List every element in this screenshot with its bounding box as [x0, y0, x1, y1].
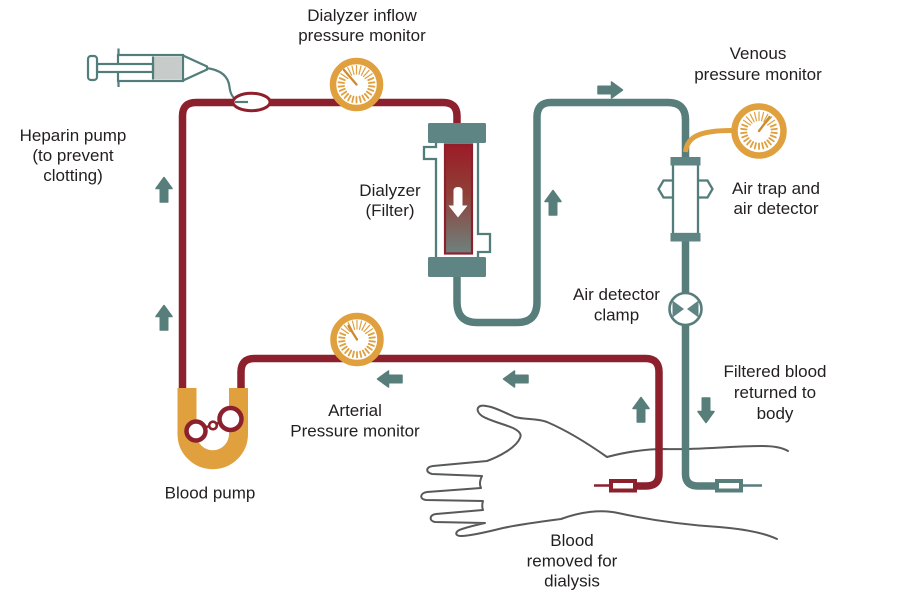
dialyzer-bottom-cap [428, 257, 486, 277]
clamp-right-wedge [687, 300, 699, 318]
clamp-left-wedge [672, 300, 684, 318]
clamp-valve-icon [668, 291, 703, 327]
hand-fingers-outline [420, 404, 778, 540]
pump-roller-right [217, 405, 244, 433]
label-air-trap: air detector [733, 199, 818, 218]
label-blood-removed: removed for [527, 552, 618, 571]
pressure-gauge-icon [329, 57, 384, 112]
flow-arrow-icon [502, 370, 529, 388]
flow-arrow-icon [697, 397, 715, 424]
label-dialyzer-inflow-monitor: pressure monitor [298, 26, 426, 45]
air-trap-icon [657, 157, 714, 242]
air-trap-top-cap [670, 157, 701, 166]
label-air-detector-clamp: Air detector [573, 285, 660, 304]
blood-pump-icon [177, 388, 248, 470]
downward-flow-arrow-icon [448, 187, 468, 218]
syringe-thumb-rest [86, 54, 99, 82]
needle-connector-icon [715, 479, 743, 493]
label-heparin-pump: clotting) [43, 166, 103, 185]
gauge-needle [347, 324, 359, 341]
label-heparin-pump: Heparin pump [20, 126, 127, 145]
arterial-tubing [178, 98, 663, 493]
label-blood-removed: Blood [550, 531, 593, 550]
venous-gauge-tube [683, 128, 732, 153]
syringe-plunger-rod [95, 62, 155, 74]
syringe-nozzle [181, 53, 209, 83]
label-dialyzer: (Filter) [365, 201, 414, 220]
venous-tubing [453, 98, 762, 493]
pressure-gauge-icon [330, 312, 384, 367]
air-trap-bottom-cap [670, 233, 701, 242]
hand-icon [420, 404, 789, 540]
flow-arrow-icon [155, 176, 173, 203]
label-filtered-blood: Filtered blood [723, 362, 826, 381]
flow-arrow-icon [376, 370, 403, 388]
pressure-gauge-icon [731, 103, 787, 159]
syringe-icon [86, 48, 272, 113]
pump-roller-left [184, 419, 208, 443]
label-arterial-monitor: Arterial [328, 401, 382, 420]
label-filtered-blood: returned to [734, 383, 816, 402]
label-venous-monitor: pressure monitor [694, 65, 822, 84]
label-heparin-pump: (to prevent [32, 146, 114, 165]
arterial-tube-from-arm [237, 354, 663, 490]
syringe-liquid [154, 56, 182, 80]
label-arterial-monitor: Pressure monitor [290, 422, 420, 441]
label-venous-monitor: Venous [730, 44, 787, 63]
label-dialyzer-inflow-monitor: Dialyzer inflow [307, 6, 417, 25]
dialyzer-top-cap [428, 123, 486, 143]
gauge-needle [342, 68, 358, 86]
flow-arrow-icon [597, 81, 624, 99]
venous-tube [453, 98, 717, 490]
flow-arrow-icon [632, 396, 650, 423]
label-blood-removed: dialysis [544, 572, 600, 591]
gauge-ticks [337, 64, 376, 104]
pump-tube-segment [177, 388, 248, 470]
gauge-needle [757, 115, 771, 133]
labels: Dialyzer inflow pressure monitor Venous … [20, 6, 827, 591]
dialyzer-icon [422, 123, 492, 277]
arterial-tube-to-dialyzer [178, 98, 461, 390]
flow-arrow-icon [544, 189, 562, 216]
label-air-trap: Air trap and [732, 179, 820, 198]
flow-arrow-icon [155, 304, 173, 331]
clamp-circle [668, 291, 703, 327]
label-dialyzer: Dialyzer [359, 181, 421, 200]
hand-top-outline [485, 405, 789, 458]
heparin-port [231, 91, 272, 113]
gauge-ticks [740, 111, 778, 150]
label-filtered-blood: body [757, 404, 794, 423]
air-trap-chamber [671, 162, 700, 236]
label-blood-pump: Blood pump [165, 484, 256, 503]
label-air-detector-clamp: clamp [594, 306, 639, 325]
pump-hub [207, 420, 219, 431]
needle-connector-icon [609, 479, 637, 493]
